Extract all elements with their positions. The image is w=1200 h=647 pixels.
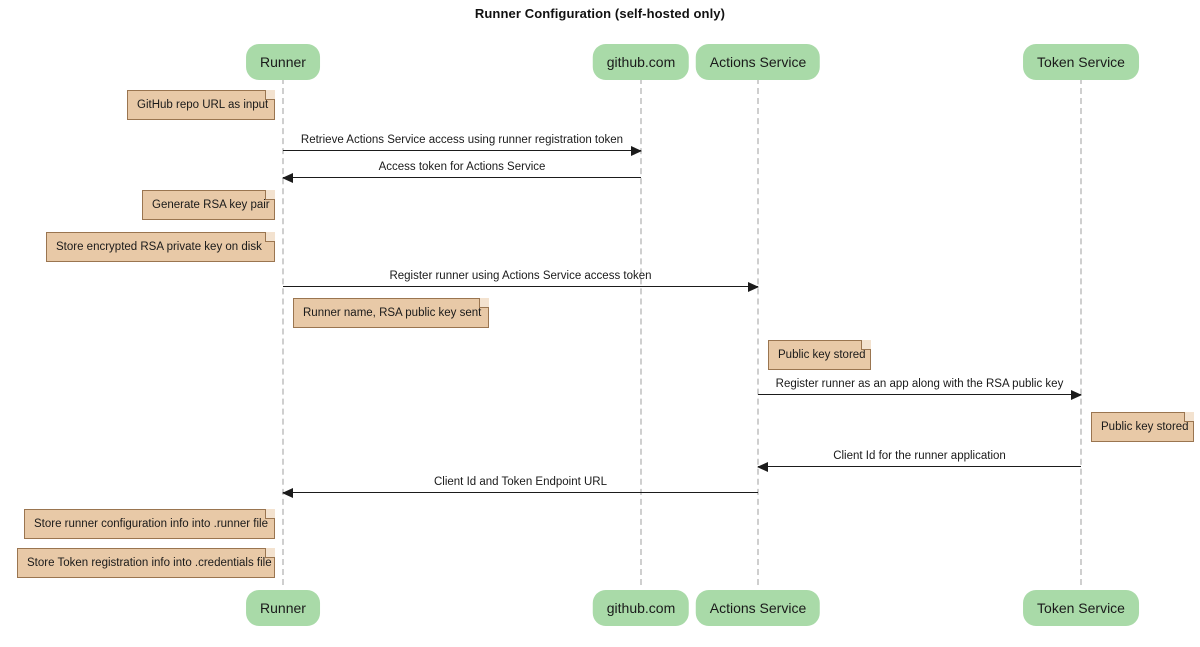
message-arrow-msg-5 [757,462,1081,472]
note-fold-corner-icon [265,190,275,200]
arrowhead-icon [282,173,293,183]
participant-actions-bottom[interactable]: Actions Service [695,590,821,626]
message-arrow-msg-2 [282,173,641,183]
note-note-7: Store runner configuration info into .ru… [24,509,275,539]
note-fold-corner-icon [265,90,275,100]
participant-token-top[interactable]: Token Service [1023,44,1139,80]
participant-label: Actions Service [709,54,807,70]
note-fold-corner-icon [265,548,275,558]
participant-label: Token Service [1037,600,1125,616]
arrowhead-icon [1071,390,1082,400]
note-text: GitHub repo URL as input [137,99,269,111]
participant-label: github.com [606,54,676,70]
message-arrow-msg-1 [283,146,642,156]
note-note-8: Store Token registration info into .cred… [17,548,275,578]
message-arrow-msg-3 [283,282,759,292]
message-label-msg-1: Retrieve Actions Service access using ru… [300,134,624,146]
note-fold-corner-icon [479,298,489,308]
participant-label: Token Service [1037,54,1125,70]
note-fold-corner-icon [1184,412,1194,422]
message-arrow-msg-4 [758,390,1082,400]
note-note-2: Generate RSA key pair [142,190,275,220]
participant-token-bottom[interactable]: Token Service [1023,590,1139,626]
message-label-msg-3: Register runner using Actions Service ac… [389,270,652,282]
lifeline-runner [282,78,284,585]
note-text: Public key stored [778,349,866,361]
participant-label: Runner [260,600,306,616]
arrowhead-icon [631,146,642,156]
participant-github-top[interactable]: github.com [592,44,690,80]
lifeline-github [640,78,642,585]
note-text: Store encrypted RSA private key on disk [56,241,262,253]
message-arrow-msg-6 [282,488,758,498]
message-label-msg-4: Register runner as an app along with the… [775,378,1064,390]
note-text: Public key stored [1101,421,1189,433]
participant-runner-bottom[interactable]: Runner [246,590,320,626]
participant-label: Actions Service [709,600,807,616]
note-note-5: Public key stored [768,340,871,370]
participant-actions-top[interactable]: Actions Service [695,44,821,80]
note-fold-corner-icon [861,340,871,350]
note-fold-corner-icon [265,509,275,519]
lifeline-token [1080,78,1082,585]
page-title: Runner Configuration (self-hosted only) [474,6,726,21]
note-note-6: Public key stored [1091,412,1194,442]
participant-runner-top[interactable]: Runner [246,44,320,80]
message-label-msg-2: Access token for Actions Service [378,161,546,173]
note-text: Store runner configuration info into .ru… [34,518,268,530]
message-label-msg-6: Client Id and Token Endpoint URL [433,476,608,488]
participant-label: github.com [606,600,676,616]
note-fold-corner-icon [265,232,275,242]
note-note-4: Runner name, RSA public key sent [293,298,489,328]
participant-label: Runner [260,54,306,70]
note-note-3: Store encrypted RSA private key on disk [46,232,275,262]
note-note-1: GitHub repo URL as input [127,90,275,120]
message-label-msg-5: Client Id for the runner application [833,450,1006,462]
arrowhead-icon [282,488,293,498]
note-text: Generate RSA key pair [152,199,270,211]
participant-github-bottom[interactable]: github.com [592,590,690,626]
note-text: Store Token registration info into .cred… [27,557,272,569]
note-text: Runner name, RSA public key sent [303,307,482,319]
arrowhead-icon [757,462,768,472]
lifeline-actions [757,78,759,585]
arrowhead-icon [748,282,759,292]
